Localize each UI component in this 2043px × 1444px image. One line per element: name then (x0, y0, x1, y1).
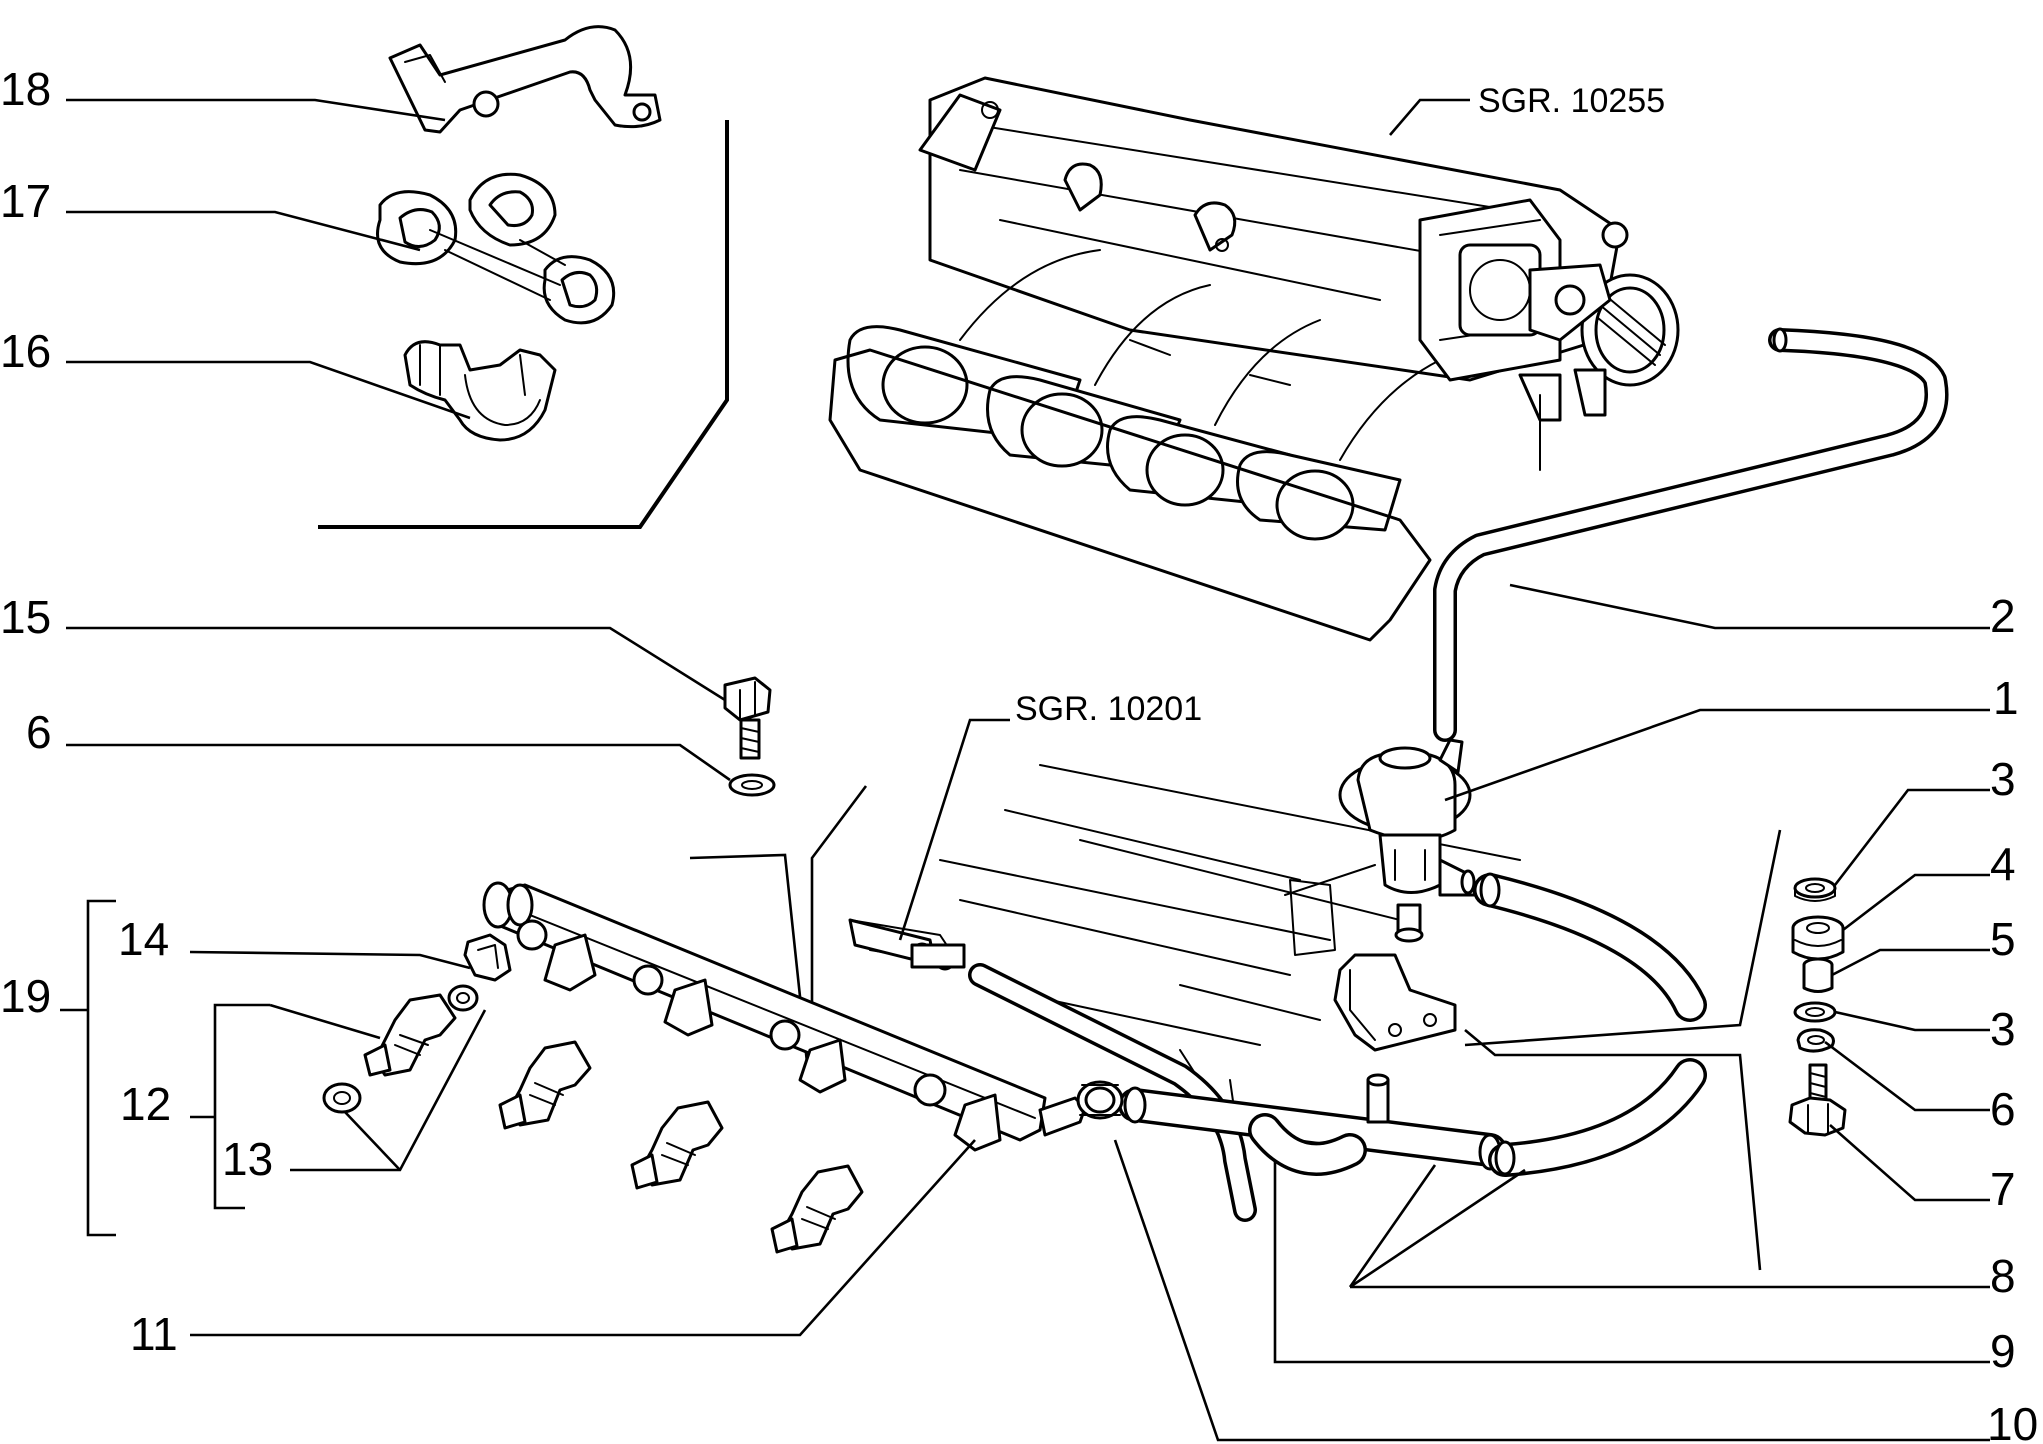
callout-15: 15 (0, 591, 51, 643)
callout-14: 14 (118, 913, 169, 965)
callout-3-upper: 3 (1990, 753, 2016, 805)
callout-2: 2 (1990, 590, 2016, 642)
callout-8: 8 (1990, 1250, 2016, 1302)
callout-4: 4 (1990, 838, 2016, 890)
leader-2 (1509, 583, 1990, 630)
ref-sgr-10201: SGR. 10201 (1015, 690, 1202, 728)
clip-group (66, 25, 729, 529)
callout-1: 1 (1993, 672, 2019, 724)
intake-manifold: SGR. 10255 (828, 76, 1680, 642)
callout-11: 11 (130, 1308, 178, 1360)
callout-5: 5 (1990, 913, 2016, 965)
return-hoses (968, 829, 1990, 1442)
callout-19: 19 (0, 970, 51, 1022)
callout-labels: 18 17 16 15 6 14 19 12 13 11 2 1 3 4 5 3… (0, 63, 2038, 1444)
callout-6-left: 6 (26, 706, 52, 758)
callout-10: 10 (1987, 1398, 2038, 1444)
callout-18: 18 (0, 63, 51, 115)
callout-17: 17 (0, 175, 51, 227)
callout-12: 12 (120, 1078, 171, 1130)
fuel-rail-assembly (60, 785, 1087, 1337)
ref-sgr-10255: SGR. 10255 (1478, 82, 1665, 120)
callout-3-lower: 3 (1990, 1003, 2016, 1055)
callout-13: 13 (222, 1133, 273, 1185)
bolt-and-washer (66, 626, 776, 797)
callout-16: 16 (0, 325, 51, 377)
callout-6-right: 6 (1990, 1083, 2016, 1135)
callout-9: 9 (1990, 1325, 2016, 1377)
pressure-regulator (1284, 327, 1990, 1052)
callout-7: 7 (1990, 1163, 2016, 1215)
mounting-hardware (1788, 788, 1990, 1202)
